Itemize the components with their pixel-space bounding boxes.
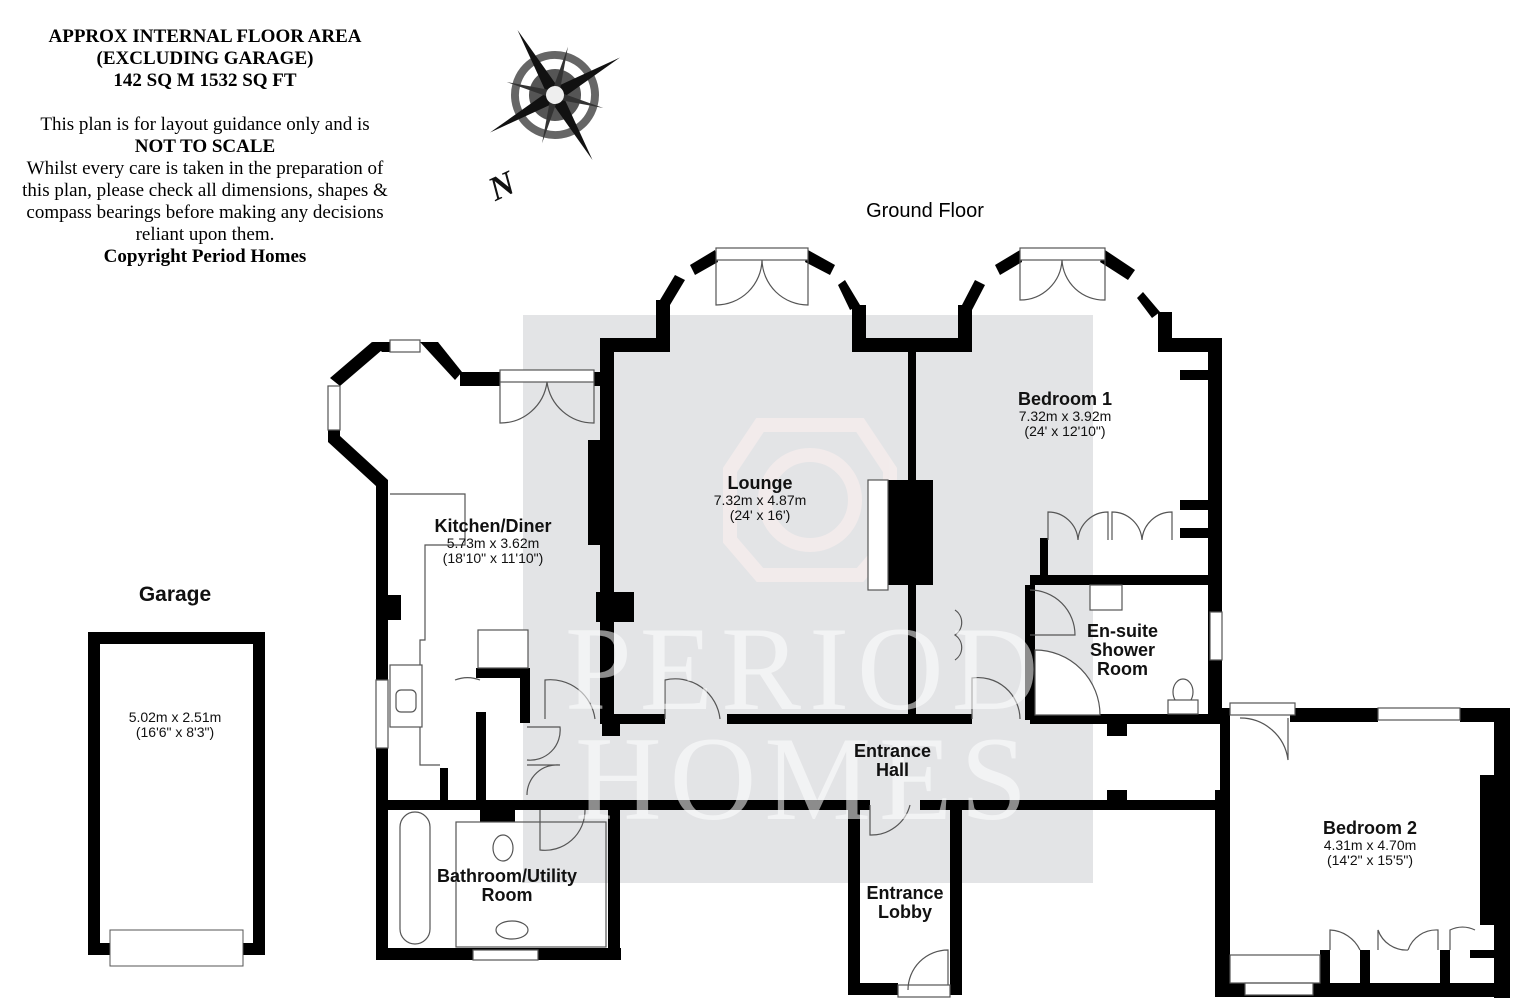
kitchen-sink-bowl-icon xyxy=(395,689,417,713)
watermark-logo-icon xyxy=(723,418,897,582)
bedroom2-door-swing xyxy=(1239,717,1289,761)
lobby-front-door-frame xyxy=(897,984,951,998)
cupboard-door-swing xyxy=(526,726,561,796)
room-label-bathroom-utility: Bathroom/Utility Room xyxy=(436,866,577,905)
bedroom1-hall-door-swing xyxy=(971,676,1021,720)
kitchen-appliance xyxy=(477,629,529,669)
hall-lobby-door-swing xyxy=(869,804,911,836)
care-text-2: this plan, please check all dimensions, … xyxy=(22,180,388,201)
copyright-text: Copyright Period Homes xyxy=(103,246,307,267)
ensuite-shower-tray-icon xyxy=(1034,649,1101,716)
area-heading-line3: 142 SQ M 1532 SQ FT xyxy=(113,70,297,91)
compass-rose-icon xyxy=(490,30,620,160)
hall-cupboard-doors xyxy=(953,609,963,661)
kitchen-bay-window-2 xyxy=(389,339,421,353)
bath-tub-icon xyxy=(399,811,431,945)
kitchen-side-window xyxy=(375,679,389,749)
kitchen-pantry-door-swing xyxy=(454,677,481,681)
bedroom2-window-seat xyxy=(1229,954,1321,984)
garage-door xyxy=(109,929,244,967)
area-heading-line1: APPROX INTERNAL FLOOR AREA xyxy=(48,26,362,47)
bathroom-door-swing xyxy=(539,809,586,851)
bathroom-toilet-icon xyxy=(492,834,514,862)
kitchen-french-door-swing xyxy=(499,381,595,424)
fixtures xyxy=(389,479,1476,984)
garage-walls xyxy=(88,632,265,967)
bedroom2-wardrobe-doors xyxy=(1329,926,1476,951)
bedroom1-wardrobe-doors xyxy=(1047,511,1173,541)
room-label-lounge: Lounge 7.32m x 4.87m (24' x 16') xyxy=(713,473,807,523)
room-label-bedroom1: Bedroom 1 7.32m x 3.92m (24' x 12'10") xyxy=(1017,389,1113,439)
ensuite-basin-icon xyxy=(1089,584,1123,611)
care-text-3: compass bearings before making any decis… xyxy=(26,202,384,223)
bedroom2-door-frame xyxy=(1229,702,1296,716)
room-label-entrance-hall: Entrance Hall xyxy=(853,741,932,780)
not-to-scale-text: NOT TO SCALE xyxy=(134,136,276,157)
kitchen-bay-window-1 xyxy=(327,385,341,431)
room-label-kitchen: Kitchen/Diner 5.73m x 3.62m (18'10" x 11… xyxy=(434,516,552,566)
bedroom1-french-door-swing xyxy=(1019,259,1106,301)
bedroom2-window-top xyxy=(1377,707,1461,721)
bathroom-basin-icon xyxy=(495,920,529,940)
bedroom1-french-door-frame xyxy=(1019,247,1106,261)
kitchen-worktop-outline xyxy=(390,493,466,766)
windows-and-doors xyxy=(327,247,1461,998)
guidance-text: This plan is for layout guidance only an… xyxy=(40,114,370,135)
room-label-entrance-lobby: Entrance Lobby xyxy=(866,883,944,922)
disclaimer-block: APPROX INTERNAL FLOOR AREA (EXCLUDING GA… xyxy=(0,26,410,268)
care-text-1: Whilst every care is taken in the prepar… xyxy=(26,158,384,179)
bathroom-worktop-outline xyxy=(455,821,607,948)
ensuite-door-swing xyxy=(1029,589,1076,636)
area-heading-line2: (EXCLUDING GARAGE) xyxy=(96,48,314,69)
garage-title: Garage xyxy=(138,583,212,606)
kitchen-french-door-frame xyxy=(499,369,595,383)
watermark-text-period: PERIOD xyxy=(565,602,1047,735)
lounge-french-door-frame xyxy=(715,247,809,261)
room-label-garage: 5.02m x 2.51m (16'6" x 8'3") xyxy=(128,709,222,740)
watermark-text-homes: HOMES xyxy=(575,712,1036,845)
lounge-hearth xyxy=(867,479,889,591)
room-label-bedroom2: Bedroom 2 4.31m x 4.70m (14'2" x 15'5") xyxy=(1322,818,1418,868)
bedroom2-window-bottom xyxy=(1244,982,1314,996)
floor-title: Ground Floor xyxy=(866,200,984,222)
lobby-front-door-swing xyxy=(907,949,949,991)
lounge-door-swing xyxy=(664,678,721,720)
kitchen-hall-door-swing xyxy=(544,679,596,720)
ensuite-window xyxy=(1209,611,1223,661)
lounge-french-door-swing xyxy=(715,259,809,306)
care-text-4: reliant upon them. xyxy=(135,224,275,245)
room-label-ensuite: En-suite Shower Room xyxy=(1086,621,1158,679)
ensuite-cistern xyxy=(1167,699,1199,715)
bathroom-window xyxy=(472,949,539,961)
